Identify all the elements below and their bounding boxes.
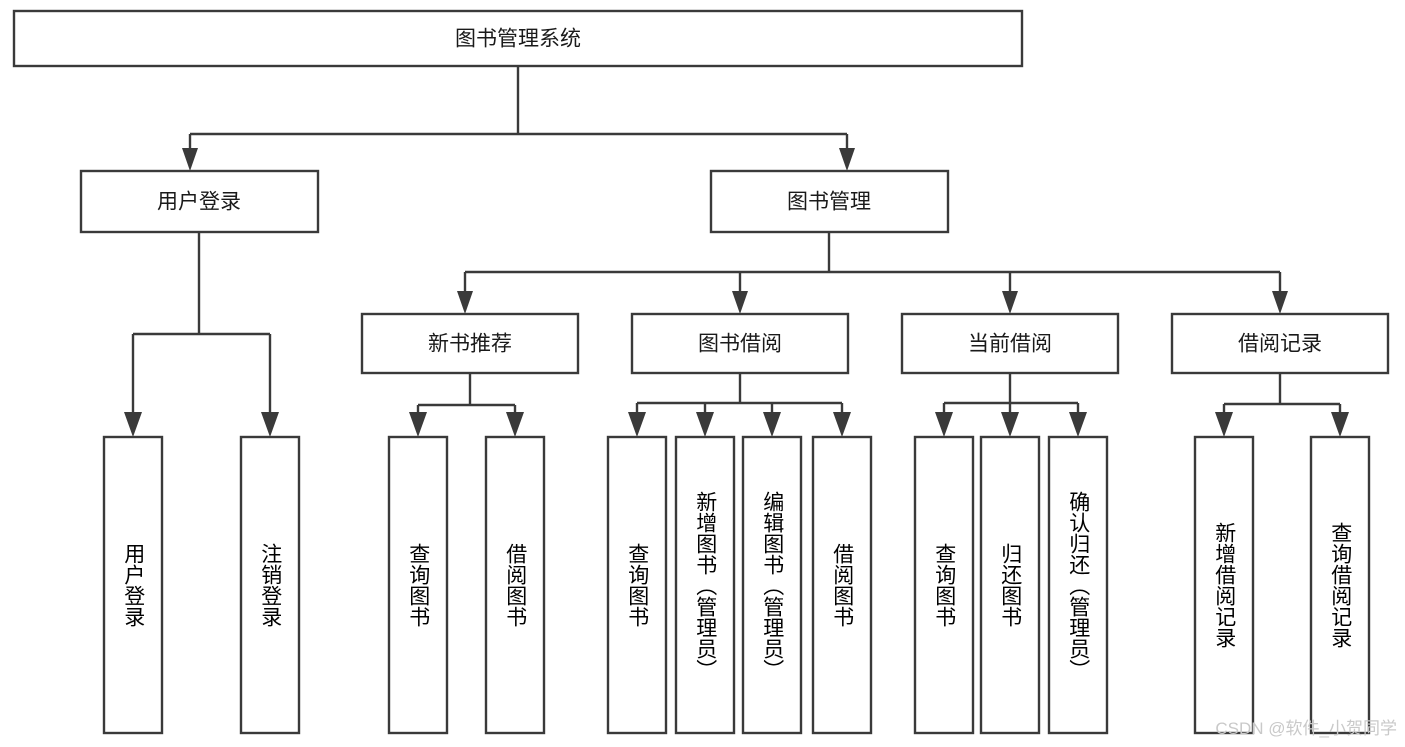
arrow-head-icon [935, 412, 953, 437]
arrow-head-icon [1069, 412, 1087, 437]
node-leaf-edit-book[interactable]: 编辑图书（管理员） [741, 435, 803, 735]
node-user-login-label: 用户登录 [157, 191, 241, 214]
node-book-management[interactable]: 图书管理 [709, 169, 950, 234]
connector-bookborrow-to-leaves [628, 373, 851, 437]
node-leaf-user-login-label: 用户登录 [121, 543, 145, 627]
node-leaf-add-book[interactable]: 新增图书（管理员） [674, 435, 736, 735]
arrow-head-icon [1215, 412, 1233, 437]
arrow-head-icon [506, 412, 524, 437]
node-leaf-add-record[interactable]: 新增借阅记录 [1193, 435, 1255, 735]
arrow-head-icon [833, 412, 851, 437]
node-leaf-logout-login[interactable]: 注销登录 [239, 435, 301, 735]
arrow-head-icon [1331, 412, 1349, 437]
node-leaf-query-record-label: 查询借阅记录 [1328, 522, 1352, 648]
connector-bookmgmt-to-level3 [457, 232, 1288, 314]
node-system-title[interactable]: 图书管理系统 [12, 9, 1024, 68]
node-leaf-borrow-book-2-label: 借阅图书 [830, 543, 854, 627]
node-leaf-edit-book-label: 编辑图书（管理员） [760, 490, 784, 680]
node-leaf-borrow-book-1[interactable]: 借阅图书 [484, 435, 546, 735]
node-leaf-query-book-1[interactable]: 查询图书 [387, 435, 449, 735]
node-leaf-borrow-book-2[interactable]: 借阅图书 [811, 435, 873, 735]
node-leaf-add-book-label: 新增图书（管理员） [693, 490, 717, 680]
node-current-borrow-label: 当前借阅 [968, 333, 1052, 356]
connector-borrowrecord-to-leaves [1215, 373, 1349, 437]
node-leaf-borrow-book-1-label: 借阅图书 [503, 543, 527, 627]
node-leaf-query-book-3-label: 查询图书 [932, 543, 956, 627]
node-leaf-return-book[interactable]: 归还图书 [979, 435, 1041, 735]
node-book-management-label: 图书管理 [787, 191, 871, 214]
connector-currentborrow-to-leaves [935, 373, 1087, 437]
node-leaf-query-book-2[interactable]: 查询图书 [606, 435, 668, 735]
arrow-head-icon [763, 412, 781, 437]
node-system-title-label: 图书管理系统 [455, 28, 581, 51]
arrow-head-icon [1272, 291, 1288, 314]
node-leaf-return-book-label: 归还图书 [998, 543, 1022, 627]
node-leaf-add-record-label: 新增借阅记录 [1212, 522, 1236, 648]
node-leaf-query-record[interactable]: 查询借阅记录 [1309, 435, 1371, 735]
node-leaf-confirm-return-label: 确认归还（管理员） [1066, 490, 1090, 680]
node-book-borrow[interactable]: 图书借阅 [630, 312, 850, 375]
connector-root-to-level2 [182, 66, 855, 171]
node-user-login[interactable]: 用户登录 [79, 169, 320, 234]
node-book-borrow-label: 图书借阅 [698, 333, 782, 356]
node-leaf-user-login[interactable]: 用户登录 [102, 435, 164, 735]
node-leaf-query-book-3[interactable]: 查询图书 [913, 435, 975, 735]
arrow-head-icon [839, 148, 855, 171]
arrow-head-icon [261, 412, 279, 437]
arrow-head-icon [182, 148, 198, 171]
arrow-head-icon [1001, 412, 1019, 437]
arrow-head-icon [124, 412, 142, 437]
arrow-head-icon [696, 412, 714, 437]
node-leaf-query-book-2-label: 查询图书 [625, 543, 649, 627]
node-current-borrow[interactable]: 当前借阅 [900, 312, 1120, 375]
node-new-book-recommend-label: 新书推荐 [428, 333, 512, 356]
node-leaf-logout-login-label: 注销登录 [258, 543, 282, 627]
node-borrow-record[interactable]: 借阅记录 [1170, 312, 1390, 375]
node-borrow-record-label: 借阅记录 [1238, 333, 1322, 356]
arrow-head-icon [628, 412, 646, 437]
arrow-head-icon [409, 412, 427, 437]
arrow-head-icon [1002, 291, 1018, 314]
node-leaf-query-book-1-label: 查询图书 [406, 543, 430, 627]
node-leaf-confirm-return[interactable]: 确认归还（管理员） [1047, 435, 1109, 735]
connector-userlogin-to-leaves [124, 232, 279, 437]
arrow-head-icon [732, 291, 748, 314]
connector-newbook-to-leaves [409, 373, 524, 437]
node-new-book-recommend[interactable]: 新书推荐 [360, 312, 580, 375]
arrow-head-icon [457, 291, 473, 314]
